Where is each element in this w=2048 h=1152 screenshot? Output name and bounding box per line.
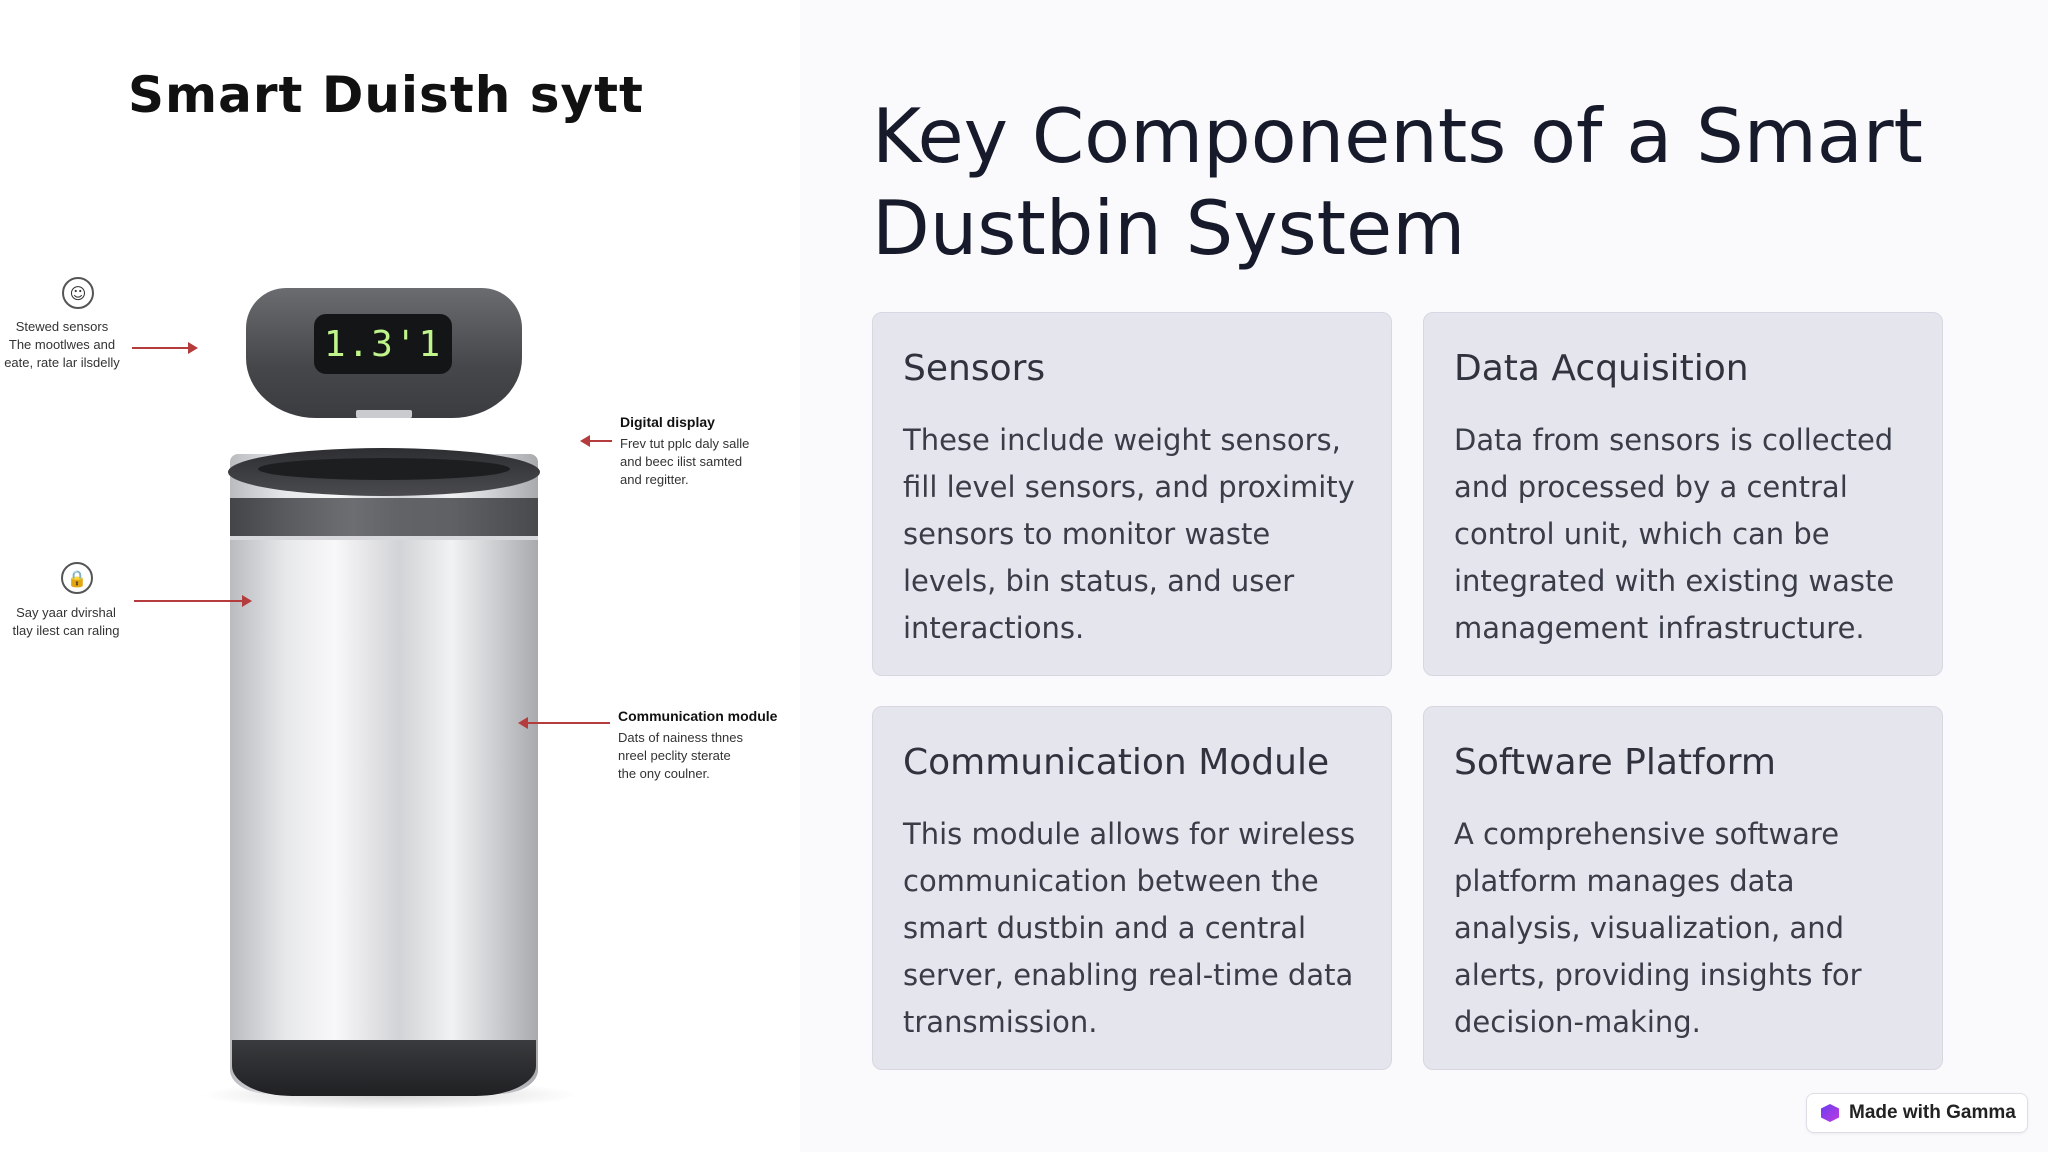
bin-hinge bbox=[356, 410, 412, 418]
callout-display-head: Digital display bbox=[620, 414, 715, 430]
card-body: These include weight sensors, fill level… bbox=[903, 423, 1355, 645]
callout-lock-line: Say yaar dvirshal bbox=[16, 605, 116, 620]
card-heading: Software Platform bbox=[1454, 742, 1776, 783]
card-body: This module allows for wireless communic… bbox=[903, 817, 1356, 1039]
communication-arrow bbox=[518, 717, 610, 729]
callout-sensors: Stewed sensors The mootlwes and eate, ra… bbox=[0, 318, 124, 372]
bin-band-line bbox=[230, 536, 538, 540]
callout-communication-line: the ony coulner. bbox=[618, 766, 710, 781]
gamma-logo-icon bbox=[1821, 1104, 1839, 1122]
bin-lid: 1.3'1 bbox=[246, 288, 522, 418]
card-communication-module: Communication Module This module allows … bbox=[872, 706, 1392, 1070]
callout-sensors-line: The mootlwes and bbox=[8, 337, 116, 352]
card-heading: Communication Module bbox=[903, 742, 1330, 783]
card-data-acquisition: Data Acquisition Data from sensors is co… bbox=[1423, 312, 1943, 676]
card-heading: Data Acquisition bbox=[1454, 348, 1749, 389]
bin-band bbox=[230, 498, 538, 540]
card-body: Data from sensors is collected and proce… bbox=[1454, 423, 1895, 645]
sensors-arrow bbox=[132, 342, 198, 354]
slide-title: Key Components of a Smart Dustbin System bbox=[872, 92, 1923, 272]
bin-digital-display: 1.3'1 bbox=[314, 314, 452, 374]
callout-communication-module: Communication module Dats of nainess thn… bbox=[618, 707, 800, 783]
card-software-platform: Software Platform A comprehensive softwa… bbox=[1423, 706, 1943, 1070]
callout-sensors-head: Stewed sensors bbox=[15, 319, 109, 334]
callout-display-line: and regitter. bbox=[620, 472, 689, 487]
made-with-gamma-badge[interactable]: Made with Gamma bbox=[1806, 1093, 2028, 1133]
illustration-title: Smart Duisth sytt bbox=[128, 66, 644, 124]
lock-arrow bbox=[134, 595, 252, 607]
card-body: A comprehensive software platform manage… bbox=[1454, 817, 1862, 1039]
callout-lock-line: tlay ilest can raling bbox=[12, 623, 120, 638]
card-sensors: Sensors These include weight sensors, fi… bbox=[872, 312, 1392, 676]
bin-opening bbox=[258, 458, 510, 480]
display-arrow bbox=[580, 435, 612, 447]
callout-communication-line: nreel peclity sterate bbox=[618, 748, 731, 763]
callout-display-line: Frev tut pplc daly salle bbox=[620, 436, 750, 451]
badge-label: Made with Gamma bbox=[1849, 1102, 2016, 1123]
smart-dustbin-illustration: Smart Duisth sytt ☺ Stewed sensors The m… bbox=[0, 0, 800, 1152]
callout-display-line: and beec ilist samted bbox=[620, 454, 743, 469]
user-sensor-icon: ☺ bbox=[62, 277, 94, 309]
bin-base bbox=[232, 1040, 536, 1096]
bin-body bbox=[230, 454, 538, 1094]
callout-sensors-line: eate, rate lar ilsdelly bbox=[4, 355, 120, 370]
card-heading: Sensors bbox=[903, 348, 1046, 389]
callout-communication-head: Communication module bbox=[618, 708, 778, 724]
lock-icon: 🔒 bbox=[61, 562, 93, 594]
callout-lock: Say yaar dvirshal tlay ilest can raling bbox=[0, 604, 132, 640]
callout-communication-line: Dats of nainess thnes bbox=[618, 730, 744, 745]
callout-digital-display: Digital display Frev tut pplc daly salle… bbox=[620, 413, 800, 489]
